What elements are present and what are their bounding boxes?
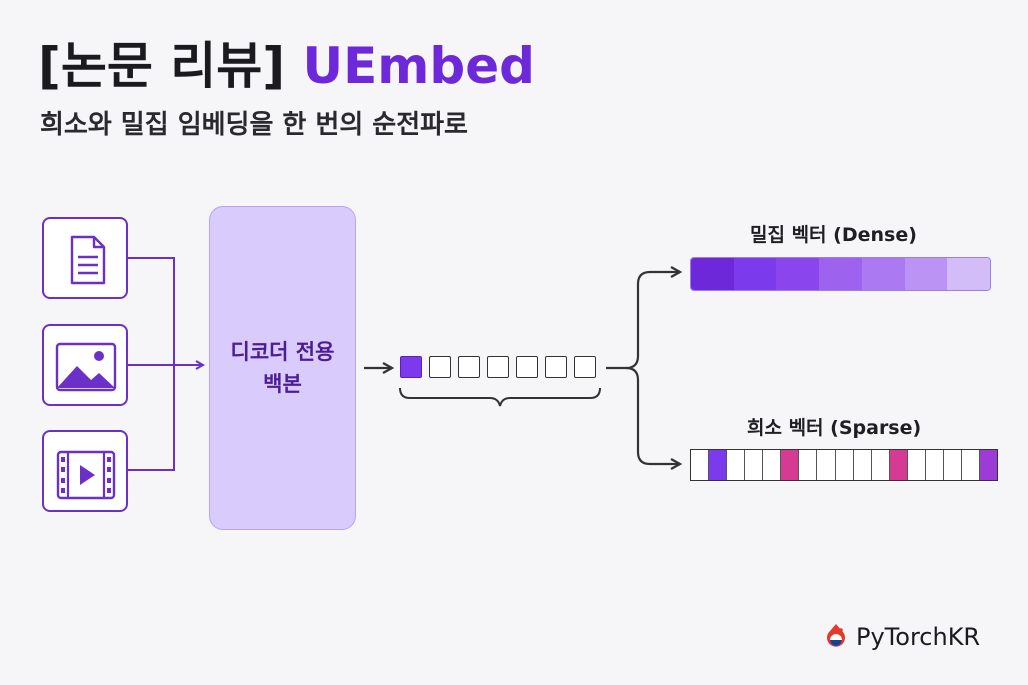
sparse-cell (908, 450, 926, 480)
token (545, 356, 567, 378)
sparse-cell (727, 450, 746, 480)
token (400, 356, 422, 378)
sparse-cell-active (980, 450, 998, 480)
sparse-cell (944, 450, 962, 480)
document-input (42, 217, 128, 299)
sparse-vector-label: 희소 벡터 (Sparse) (747, 417, 922, 439)
brand-name: PyTorchKR (856, 623, 981, 651)
sparse-cell (926, 450, 944, 480)
sparse-cell-active (889, 450, 908, 480)
decoder-backbone: 디코더 전용 백본 (209, 206, 356, 530)
sparse-cell (872, 450, 890, 480)
dense-segment (819, 258, 862, 290)
dense-segment (776, 258, 820, 290)
image-input (42, 324, 128, 406)
title-prefix: [논문 리뷰] (38, 37, 286, 95)
title-accent: UEmbed (302, 37, 535, 95)
sparse-cell-active (781, 450, 800, 480)
backbone-label-line1: 디코더 전용 (230, 340, 335, 364)
token (429, 356, 451, 378)
video-input (42, 430, 128, 512)
sparse-cell (691, 450, 710, 480)
backbone-label-line2: 백본 (263, 372, 302, 396)
dense-segment (904, 258, 948, 290)
image-icon (55, 342, 117, 392)
sparse-cell (799, 450, 818, 480)
dense-segment (733, 258, 777, 290)
sparse-cell (836, 450, 854, 480)
dense-vector-bar (690, 257, 991, 291)
sparse-cell (745, 450, 764, 480)
token (516, 356, 538, 378)
token-brace (399, 387, 601, 407)
token (458, 356, 480, 378)
document-icon (70, 235, 106, 285)
fork-connector-lower (625, 366, 683, 470)
dense-segment (947, 258, 990, 290)
token (574, 356, 596, 378)
video-icon (56, 450, 116, 500)
sparse-cell (763, 450, 782, 480)
fork-connector (606, 266, 683, 370)
sparse-cell-active (709, 450, 728, 480)
token (487, 356, 509, 378)
page-subtitle: 희소와 밀집 임베딩을 한 번의 순전파로 (40, 110, 468, 140)
sparse-cell (854, 450, 872, 480)
pytorchkr-flame-icon (827, 624, 845, 647)
sparse-cell (817, 450, 836, 480)
sparse-vector-bar (690, 449, 998, 481)
dense-vector-label: 밀집 벡터 (Dense) (750, 224, 917, 246)
dense-segment (691, 258, 734, 290)
sparse-cell (962, 450, 980, 480)
brand-logo: PyTorchKR (822, 622, 980, 652)
page-title: [논문 리뷰] UEmbed (38, 26, 535, 98)
dense-segment (861, 258, 905, 290)
